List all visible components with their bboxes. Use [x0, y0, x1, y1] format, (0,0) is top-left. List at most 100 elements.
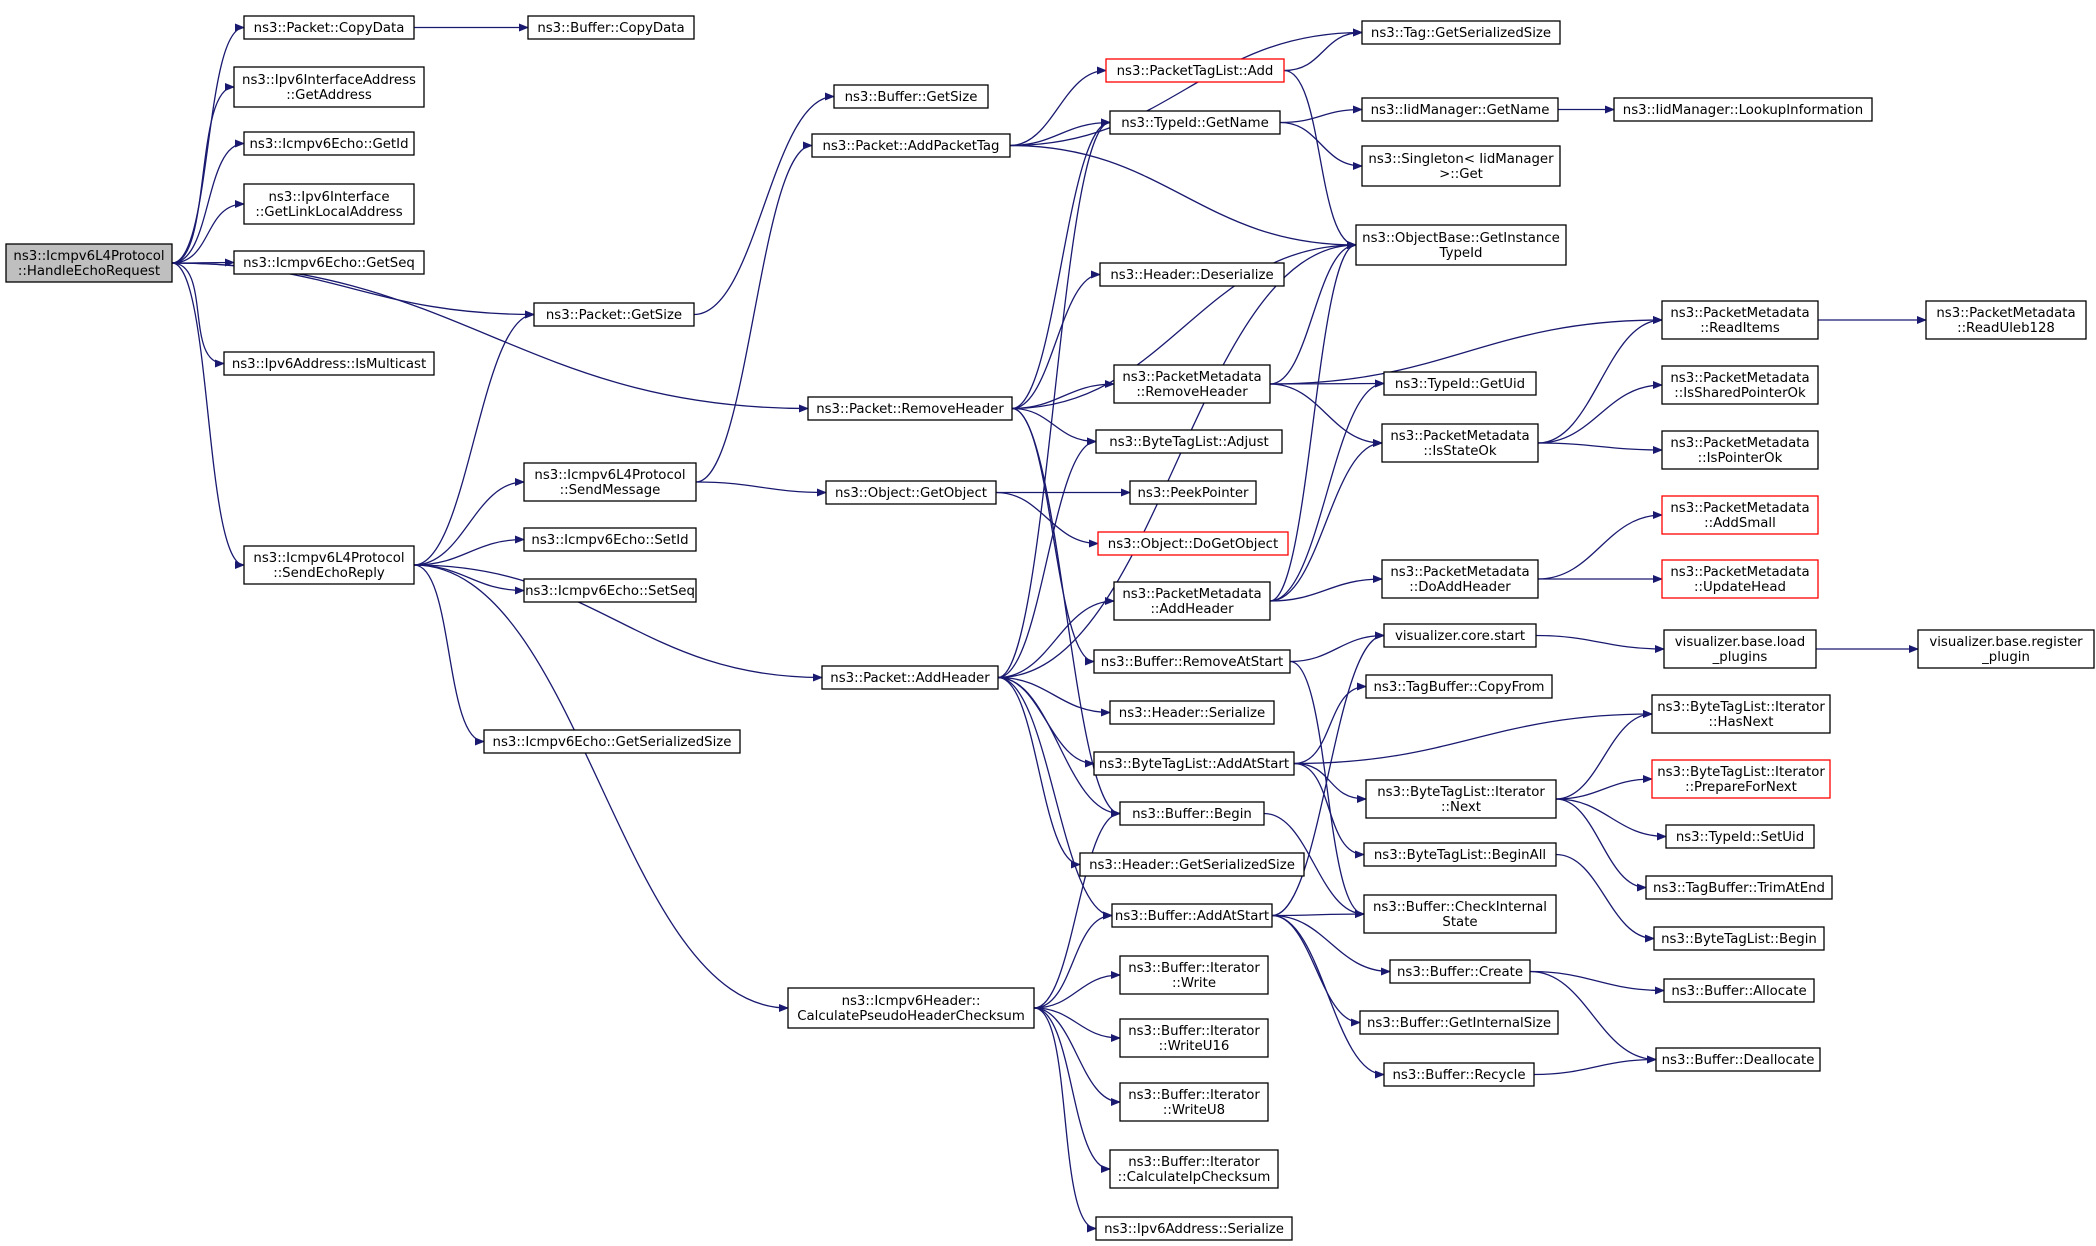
node-bufcopydata[interactable]: ns3::Buffer::CopyData	[527, 15, 695, 40]
node-box	[821, 665, 999, 690]
node-ismulticast[interactable]: ns3::Ipv6Address::IsMulticast	[223, 351, 435, 376]
node-box	[1093, 751, 1295, 776]
node-box	[825, 480, 997, 505]
node-calcpseudo[interactable]: ns3::Icmpv6Header::CalculatePseudoHeader…	[787, 987, 1035, 1029]
node-box	[243, 183, 415, 225]
node-pmremovehdr[interactable]: ns3::PacketMetadata::RemoveHeader	[1113, 364, 1271, 404]
node-sendecho[interactable]: ns3::Icmpv6L4Protocol::SendEchoReply	[243, 545, 415, 585]
node-root[interactable]: ns3::Icmpv6L4Protocol::HandleEchoRequest	[5, 243, 173, 283]
node-setid[interactable]: ns3::Icmpv6Echo::SetId	[523, 527, 697, 552]
node-pmissharedptrok[interactable]: ns3::PacketMetadata::IsSharedPointerOk	[1661, 365, 1819, 405]
node-hdrserialize[interactable]: ns3::Header::Serialize	[1109, 700, 1275, 725]
node-taggetsersize[interactable]: ns3::Tag::GetSerializedSize	[1361, 20, 1561, 45]
edge-calcpseudo-to-itcalcip	[1033, 1007, 1111, 1173]
node-v6serialize[interactable]: ns3::Ipv6Address::Serialize	[1095, 1216, 1293, 1241]
node-typeidgetname[interactable]: ns3::TypeId::GetName	[1109, 110, 1281, 135]
node-iidlookup[interactable]: ns3::IidManager::LookupInformation	[1613, 97, 1873, 122]
node-bufaddatstart[interactable]: ns3::Buffer::AddAtStart	[1111, 903, 1273, 928]
node-typeidsetuid[interactable]: ns3::TypeId::SetUid	[1665, 824, 1815, 849]
node-label: ns3::PacketMetadata	[1936, 306, 2075, 321]
node-label: ns3::Buffer::Allocate	[1671, 984, 1806, 999]
node-btlitnext[interactable]: ns3::ByteTagList::Iterator::Next	[1365, 779, 1557, 819]
edge-btlitnext-to-typeidsetuid	[1555, 798, 1667, 841]
node-pkttaglistadd[interactable]: ns3::PacketTagList::Add	[1105, 58, 1285, 83]
node-setseq[interactable]: ns3::Icmpv6Echo::SetSeq	[523, 578, 697, 603]
edge-addpkttag-to-pkttaglistadd	[1009, 66, 1107, 147]
node-pmisstateok[interactable]: ns3::PacketMetadata::IsStateOk	[1381, 423, 1539, 463]
node-pktgetsize[interactable]: ns3::Packet::GetSize	[533, 302, 695, 327]
node-label: ns3::Buffer::GetInternalSize	[1367, 1016, 1551, 1031]
node-pmisptrok[interactable]: ns3::PacketMetadata::IsPointerOk	[1661, 430, 1819, 470]
node-echoserialsize[interactable]: ns3::Icmpv6Echo::GetSerializedSize	[483, 729, 741, 754]
node-btlithasnext[interactable]: ns3::ByteTagList::Iterator::HasNext	[1651, 694, 1831, 734]
node-pmaddhdr[interactable]: ns3::PacketMetadata::AddHeader	[1113, 581, 1271, 621]
node-removeheader[interactable]: ns3::Packet::RemoveHeader	[807, 396, 1013, 421]
node-label: ns3::PacketMetadata	[1670, 306, 1809, 321]
node-tbcopyfrom[interactable]: ns3::TagBuffer::CopyFrom	[1365, 674, 1553, 699]
node-bufcreate[interactable]: ns3::Buffer::Create	[1389, 959, 1531, 984]
node-bufdeallocate[interactable]: ns3::Buffer::Deallocate	[1655, 1047, 1821, 1072]
node-bufrecycle[interactable]: ns3::Buffer::Recycle	[1383, 1062, 1535, 1087]
node-hdrdeser[interactable]: ns3::Header::Deserialize	[1099, 262, 1285, 287]
node-sendmsg[interactable]: ns3::Icmpv6L4Protocol::SendMessage	[523, 462, 697, 502]
node-btladdatstart[interactable]: ns3::ByteTagList::AddAtStart	[1093, 751, 1295, 776]
node-btladjust[interactable]: ns3::ByteTagList::Adjust	[1095, 429, 1283, 454]
node-typeidgetuid[interactable]: ns3::TypeId::GetUid	[1383, 371, 1537, 396]
node-singleton[interactable]: ns3::Singleton< IidManager>::Get	[1361, 145, 1561, 187]
node-iidgetname[interactable]: ns3::IidManager::GetName	[1361, 97, 1559, 122]
node-label: ns3::Buffer::Recycle	[1392, 1068, 1525, 1083]
node-label: ns3::ByteTagList::Adjust	[1109, 435, 1268, 450]
node-itcalcip[interactable]: ns3::Buffer::Iterator::CalculateIpChecks…	[1109, 1149, 1279, 1189]
node-echogetid[interactable]: ns3::Icmpv6Echo::GetId	[243, 131, 415, 156]
node-echogetseq[interactable]: ns3::Icmpv6Echo::GetSeq	[233, 250, 425, 275]
node-box	[1665, 824, 1815, 849]
node-label: ns3::Buffer::Iterator	[1128, 961, 1260, 976]
node-hdrgetsersize[interactable]: ns3::Header::GetSerializedSize	[1079, 852, 1305, 877]
node-pmreaditems[interactable]: ns3::PacketMetadata::ReadItems	[1661, 300, 1819, 340]
node-label: ::DoAddHeader	[1409, 580, 1511, 595]
node-vizbasereg[interactable]: visualizer.base.register_plugin	[1917, 629, 2095, 669]
node-btlitprepare[interactable]: ns3::ByteTagList::Iterator::PrepareForNe…	[1651, 759, 1831, 799]
node-label: ::WriteU8	[1163, 1103, 1225, 1118]
node-bufgetinternalsize[interactable]: ns3::Buffer::GetInternalSize	[1359, 1010, 1559, 1035]
node-label: _plugins	[1712, 650, 1768, 665]
edge-addheader-to-hdrgetsersize	[997, 676, 1081, 869]
node-copydata[interactable]: ns3::Packet::CopyData	[243, 15, 415, 40]
node-itwrite[interactable]: ns3::Buffer::Iterator::Write	[1119, 955, 1269, 995]
edge-sendecho-to-setid	[413, 535, 525, 566]
node-bufgetsize[interactable]: ns3::Buffer::GetSize	[833, 84, 989, 109]
node-peekptr[interactable]: ns3::PeekPointer	[1129, 480, 1257, 505]
node-pmdoaddhdr[interactable]: ns3::PacketMetadata::DoAddHeader	[1381, 559, 1539, 599]
node-dogetobject[interactable]: ns3::Object::DoGetObject	[1097, 531, 1289, 556]
node-vizbaseload[interactable]: visualizer.base.load_plugins	[1663, 629, 1817, 669]
node-ifaddrget[interactable]: ns3::Ipv6InterfaceAddress::GetAddress	[233, 66, 425, 108]
node-vizcorestart[interactable]: visualizer.core.start	[1383, 623, 1537, 648]
node-getlinklocal[interactable]: ns3::Ipv6Interface::GetLinkLocalAddress	[243, 183, 415, 225]
node-label: ns3::Buffer::GetSize	[845, 90, 978, 105]
edge-addpkttag-to-getinstancetid	[1009, 144, 1357, 249]
node-box	[811, 133, 1011, 158]
node-label: ::IsPointerOk	[1698, 451, 1783, 466]
node-objgetobject[interactable]: ns3::Object::GetObject	[825, 480, 997, 505]
node-tbtrimatend[interactable]: ns3::TagBuffer::TrimAtEnd	[1645, 875, 1833, 900]
node-label: TypeId	[1439, 246, 1483, 261]
node-label: ns3::Icmpv6L4Protocol	[13, 249, 164, 264]
node-itwriteu16[interactable]: ns3::Buffer::Iterator::WriteU16	[1119, 1018, 1269, 1058]
node-pmaddsmall[interactable]: ns3::PacketMetadata::AddSmall	[1661, 495, 1819, 535]
node-label: ns3::IidManager::GetName	[1371, 103, 1550, 118]
node-bufallocate[interactable]: ns3::Buffer::Allocate	[1663, 978, 1815, 1003]
node-bufbegin[interactable]: ns3::Buffer::Begin	[1119, 801, 1265, 826]
node-pmupdatehead[interactable]: ns3::PacketMetadata::UpdateHead	[1661, 559, 1819, 599]
node-btlbegin[interactable]: ns3::ByteTagList::Begin	[1653, 926, 1825, 951]
node-label: ::AddHeader	[1150, 602, 1234, 617]
node-btlbeginall[interactable]: ns3::ByteTagList::BeginAll	[1363, 842, 1557, 867]
node-box	[1119, 1082, 1269, 1122]
node-addheader[interactable]: ns3::Packet::AddHeader	[821, 665, 999, 690]
node-addpkttag[interactable]: ns3::Packet::AddPacketTag	[811, 133, 1011, 158]
node-pmreaduleb[interactable]: ns3::PacketMetadata::ReadUleb128	[1925, 300, 2087, 340]
node-itwriteu8[interactable]: ns3::Buffer::Iterator::WriteU8	[1119, 1082, 1269, 1122]
node-bufremoveatstart[interactable]: ns3::Buffer::RemoveAtStart	[1093, 649, 1291, 674]
edge-btladdatstart-to-btlitnext	[1293, 762, 1367, 803]
